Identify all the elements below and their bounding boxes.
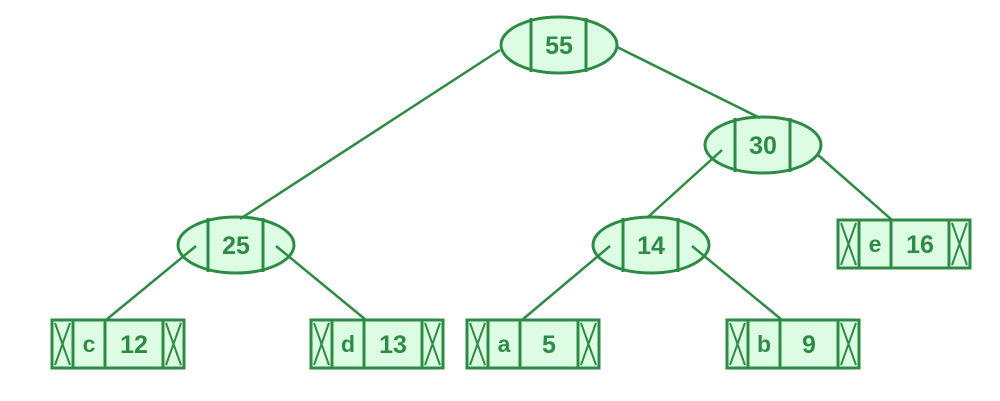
edge-n25-d <box>275 245 367 321</box>
node-value: 55 <box>545 32 573 60</box>
internal-node-14: 14 <box>591 215 711 275</box>
edge-n30-n14 <box>647 149 723 218</box>
edge-n55-n30 <box>616 45 761 120</box>
edge-n14-a <box>521 245 611 321</box>
leaf-char: d <box>341 331 355 357</box>
node-value: 25 <box>222 232 250 260</box>
leaf-char: e <box>869 231 882 257</box>
internal-node-55: 55 <box>499 15 619 75</box>
null-pointer-icon <box>313 322 330 366</box>
null-pointer-icon <box>424 322 441 366</box>
leaf-char: c <box>83 331 96 357</box>
leaf-node-c: c 12 <box>50 318 186 370</box>
null-pointer-icon <box>165 322 182 366</box>
edge-n25-c <box>105 245 197 321</box>
leaf-node-d: d 13 <box>309 318 445 370</box>
edge-n55-n25 <box>239 48 501 221</box>
leaf-frequency: 5 <box>542 331 556 359</box>
internal-node-30: 30 <box>703 115 823 175</box>
node-value: 30 <box>749 132 777 160</box>
leaf-frequency: 9 <box>802 331 816 359</box>
leaf-node-e: e 16 <box>836 218 972 270</box>
edge-n30-e <box>817 154 893 221</box>
leaf-char: b <box>757 331 771 357</box>
null-pointer-icon <box>840 322 857 366</box>
node-value: 14 <box>637 232 665 260</box>
leaf-frequency: 12 <box>120 331 148 359</box>
leaf-char: a <box>498 331 511 357</box>
null-pointer-icon <box>580 322 597 366</box>
leaf-frequency: 16 <box>906 231 934 259</box>
null-pointer-icon <box>840 222 857 266</box>
null-pointer-icon <box>54 322 71 366</box>
null-pointer-icon <box>951 222 968 266</box>
null-pointer-icon <box>469 322 486 366</box>
leaf-frequency: 13 <box>379 331 407 359</box>
null-pointer-icon <box>729 322 746 366</box>
edge-n14-b <box>691 245 783 321</box>
internal-node-25: 25 <box>176 215 296 275</box>
edges <box>105 45 893 321</box>
